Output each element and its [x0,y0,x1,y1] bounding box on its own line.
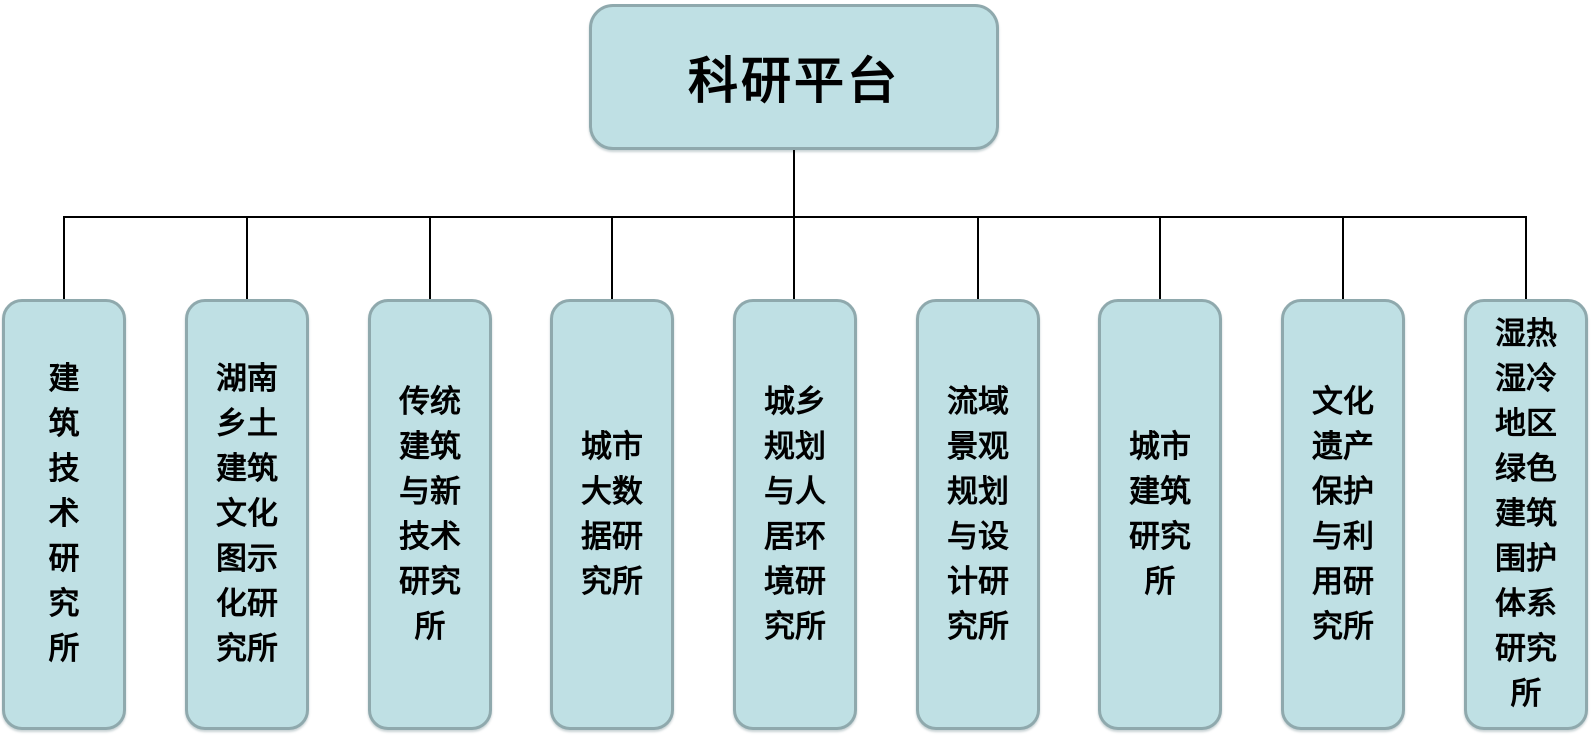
institute-box-cultural-heritage-protection: 文化 遗产 保护 与利 用研 究所 [1281,299,1405,730]
connector-drop-5 [793,218,795,299]
institute-label: 建 筑 技 术 研 究 所 [48,361,80,667]
root-node: 科研平台 [589,4,999,150]
institute-box-urban-big-data: 城市 大数 据研 究所 [550,299,674,730]
institute-box-building-technology: 建 筑 技 术 研 究 所 [2,299,126,730]
institute-box-watershed-landscape-planning-design: 流域 景观 规划 与设 计研 究所 [916,299,1040,730]
connector-horizontal-bus [63,216,1527,218]
connector-drop-6 [977,218,979,299]
institute-label: 传统 建筑 与新 技术 研究 所 [399,383,461,645]
connector-drop-7 [1159,218,1161,299]
institute-box-green-building-envelope: 湿热 湿冷 地区 绿色 建筑 围护 体系 研究 所 [1464,299,1588,730]
connector-drop-9 [1525,218,1527,299]
institute-box-traditional-architecture-new-tech: 传统 建筑 与新 技术 研究 所 [368,299,492,730]
institute-label: 文化 遗产 保护 与利 用研 究所 [1312,383,1374,645]
institute-box-urban-rural-planning-habitat: 城乡 规划 与人 居环 境研 究所 [733,299,857,730]
connector-drop-4 [611,218,613,299]
institute-label: 湿热 湿冷 地区 绿色 建筑 围护 体系 研究 所 [1495,316,1557,712]
connector-drop-1 [63,218,65,299]
institute-label: 城乡 规划 与人 居环 境研 究所 [764,383,826,645]
connector-drop-2 [246,218,248,299]
root-node-label: 科研平台 [688,52,900,110]
institute-box-urban-architecture: 城市 建筑 研究 所 [1098,299,1222,730]
institute-label: 城市 大数 据研 究所 [581,428,643,600]
connector-drop-8 [1342,218,1344,299]
institute-box-hunan-vernacular-architecture: 湖南 乡土 建筑 文化 图示 化研 究所 [185,299,309,730]
connector-drop-3 [429,218,431,299]
institute-label: 城市 建筑 研究 所 [1129,428,1191,600]
connector-root-stem [793,150,795,217]
institute-label: 湖南 乡土 建筑 文化 图示 化研 究所 [216,361,278,667]
institute-label: 流域 景观 规划 与设 计研 究所 [947,383,1009,645]
